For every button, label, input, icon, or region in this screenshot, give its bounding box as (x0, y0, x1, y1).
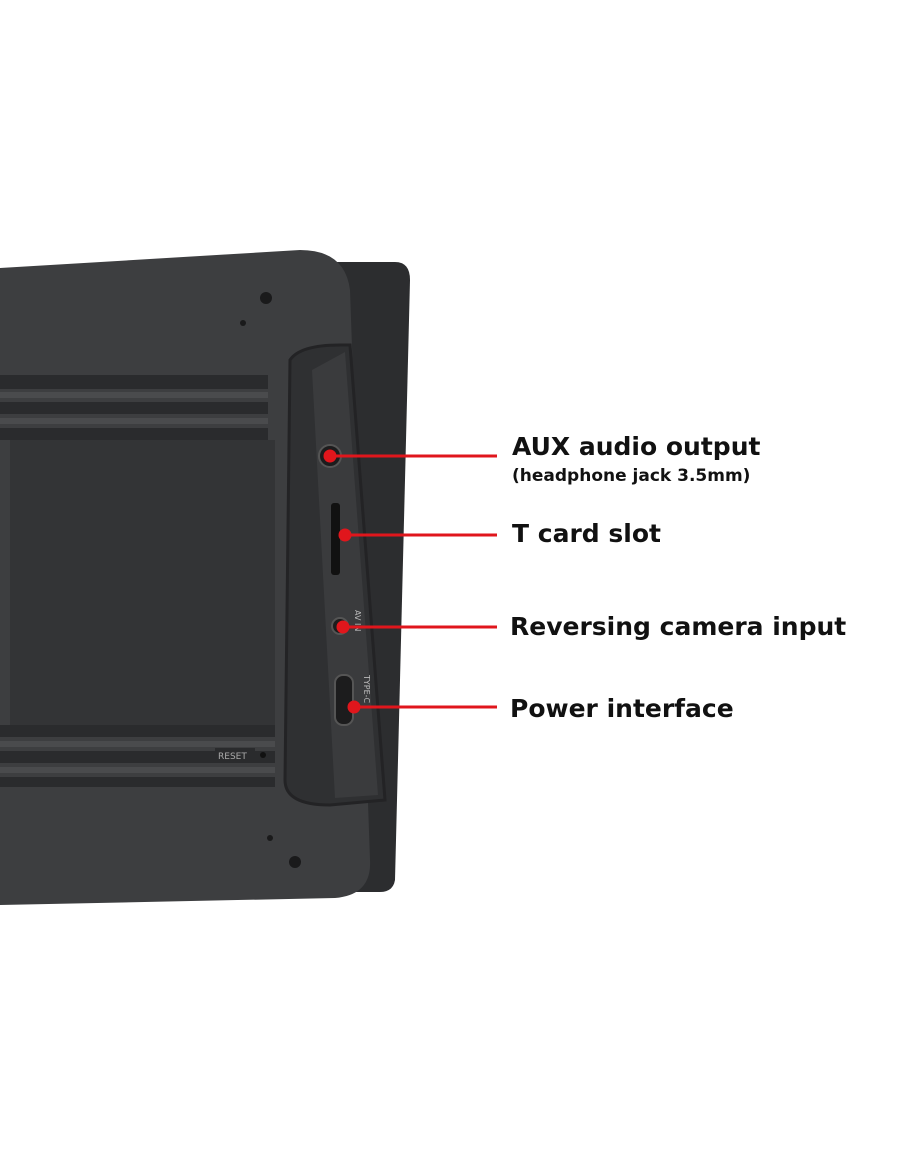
callout-aux-subtitle: (headphone jack 3.5mm) (512, 466, 751, 486)
textured-panel (10, 440, 275, 725)
callout-tcard-title: T card slot (512, 519, 661, 548)
type-c-port (334, 674, 354, 726)
tcard-slot-port (331, 503, 340, 575)
reset-button[interactable] (215, 748, 255, 762)
callout-camera-title: Reversing camera input (510, 612, 847, 641)
callout-aux-title: AUX audio output (512, 432, 761, 461)
callout-dot-power (347, 700, 361, 714)
type-c-label: TYPE-C (362, 674, 371, 704)
callout-power-title: Power interface (510, 694, 734, 723)
callout-dot-aux (323, 449, 337, 463)
screw-hole (267, 835, 273, 841)
screw-hole (240, 320, 246, 326)
reset-label: RESET (218, 752, 247, 762)
callout-dot-camera (336, 620, 350, 634)
screw-hole (260, 292, 272, 304)
av-in-label: AV IN (353, 610, 362, 631)
screw-hole (289, 856, 301, 868)
top-vents (0, 375, 268, 440)
callout-dot-tcard (338, 528, 352, 542)
bottom-vents (0, 725, 275, 787)
